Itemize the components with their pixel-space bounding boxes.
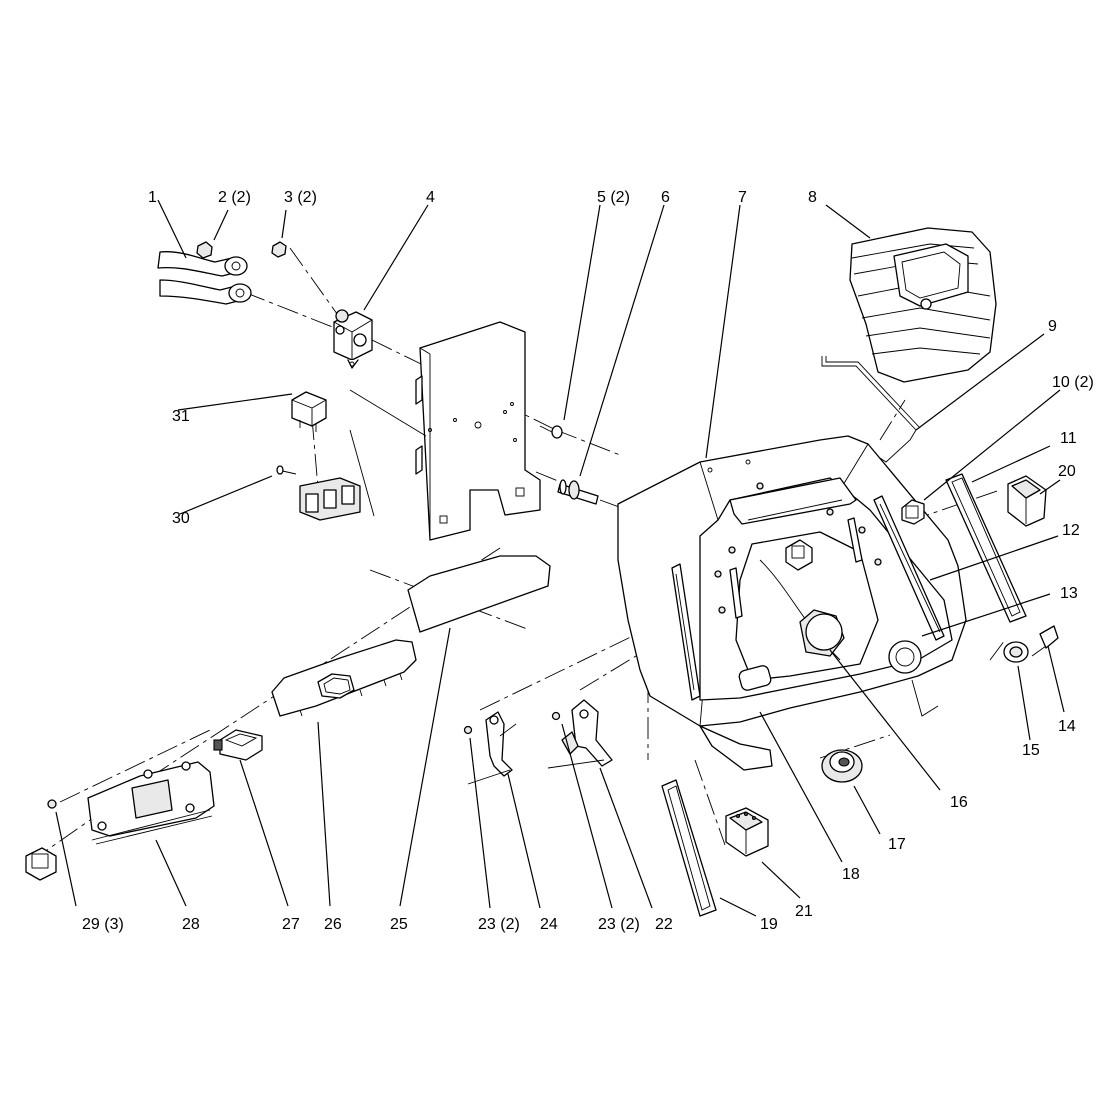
callout-28: 28 (182, 916, 200, 933)
part-16-knob (799, 609, 845, 657)
callout-16: 16 (950, 794, 968, 811)
part-17-ignition (821, 749, 863, 783)
part-5-bolt (539, 425, 563, 439)
callout-21: 21 (795, 903, 813, 920)
part-10-bushing (901, 499, 925, 525)
callout-23-b: 23 (2) (598, 916, 640, 933)
relay-bracket (299, 389, 427, 521)
callout-2: 2 (2) (218, 189, 251, 206)
callout-1: 1 (148, 189, 157, 206)
callout-24: 24 (540, 916, 558, 933)
callout-25: 25 (390, 916, 408, 933)
callout-19: 19 (760, 916, 778, 933)
part-15-grommet (1003, 641, 1029, 663)
callout-8: 8 (808, 189, 817, 206)
part-24-bracket (467, 711, 517, 785)
callout-17: 17 (888, 836, 906, 853)
callout-7: 7 (738, 189, 747, 206)
callout-29: 29 (3) (82, 916, 124, 933)
callout-15: 15 (1022, 742, 1040, 759)
callout-23-a: 23 (2) (478, 916, 520, 933)
callout-14: 14 (1058, 718, 1076, 735)
callout-6: 6 (661, 189, 670, 206)
part-1-cables (157, 251, 252, 305)
part-29-screw (47, 799, 57, 809)
part-23-screws (463, 711, 561, 735)
callout-12: 12 (1062, 522, 1080, 539)
mounting-plate (415, 321, 541, 541)
callout-11: 11 (1060, 430, 1077, 447)
part-18-bezel (785, 539, 813, 571)
callout-4: 4 (426, 189, 435, 206)
part-27-switch (213, 729, 263, 761)
callout-22: 22 (655, 916, 673, 933)
part-31-relay (291, 391, 327, 432)
callout-30: 30 (172, 510, 190, 527)
part-6-shaft (557, 479, 599, 505)
switch-cover-small (25, 847, 57, 881)
part-11-trim-strip (945, 473, 1027, 623)
part-20-switch (1007, 475, 1047, 527)
part-19-trim-strip (661, 779, 717, 917)
callout-13: 13 (1060, 585, 1078, 602)
part-4-solenoid (333, 309, 373, 369)
part-3-nut (271, 241, 287, 258)
callout-3: 3 (2) (284, 189, 317, 206)
part-14-key (1031, 625, 1059, 657)
part-22-bracket (547, 699, 613, 769)
part-26-panel (271, 639, 417, 717)
part-25-cover (407, 555, 551, 633)
part-28-bracket-assembly (87, 761, 215, 845)
part-8-shift-boot (849, 227, 997, 383)
part-21-switch (725, 807, 769, 857)
callout-9: 9 (1048, 318, 1057, 335)
callout-27: 27 (282, 916, 300, 933)
part-2-nut (196, 241, 213, 259)
callout-5: 5 (2) (597, 189, 630, 206)
callout-labels: 1 2 (2) 3 (2) 4 5 (2) 6 7 8 9 10 (2) 11 … (82, 189, 1094, 933)
part-7-console-housing (617, 435, 967, 771)
leader-lines (55, 199, 1065, 917)
callout-31: 31 (172, 408, 190, 425)
callout-18: 18 (842, 866, 860, 883)
callout-10: 10 (2) (1052, 374, 1094, 391)
part-30-screw (276, 465, 297, 475)
callout-26: 26 (324, 916, 342, 933)
callout-20: 20 (1058, 463, 1076, 480)
